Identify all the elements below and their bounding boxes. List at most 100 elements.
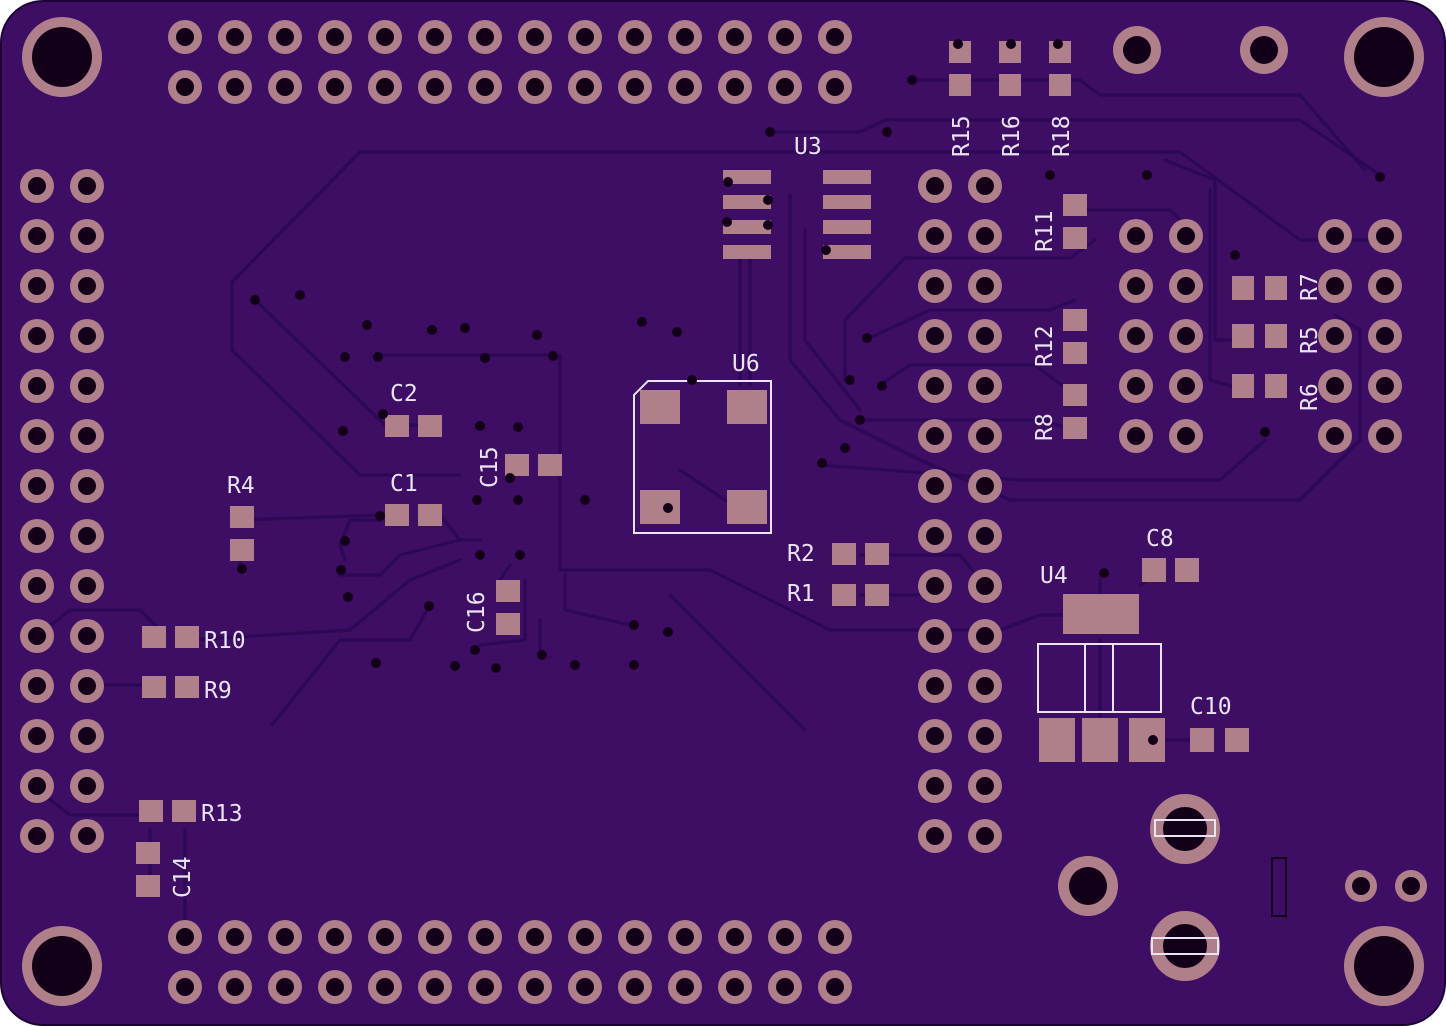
label-r7: R7 (1297, 273, 1323, 301)
via (840, 443, 850, 453)
via (513, 495, 523, 505)
via (378, 409, 388, 419)
via (763, 220, 773, 230)
header-bottom-pad (268, 970, 302, 1004)
header-bottom-pad (168, 970, 202, 1004)
header-bottom-pad (268, 920, 302, 954)
header-middle-pad (968, 219, 1002, 253)
header-middle-pad (918, 719, 952, 753)
header-left-pad (70, 719, 104, 753)
label-r18: R18 (1049, 115, 1075, 157)
header-left-pad (20, 219, 54, 253)
header-right-pad (1318, 219, 1352, 253)
via (460, 323, 470, 333)
header-top-pad (768, 20, 802, 54)
header-middle-pad (918, 619, 952, 653)
via (1260, 427, 1270, 437)
via (862, 333, 872, 343)
header-middle-pad (968, 519, 1002, 553)
header-left-pad (70, 669, 104, 703)
label-r15: R15 (949, 115, 975, 157)
header-bottom-pad (418, 970, 452, 1004)
via (663, 627, 673, 637)
via (427, 325, 437, 335)
header-left-pad (70, 769, 104, 803)
header-middle-pad (918, 569, 952, 603)
header-right-pad (1368, 269, 1402, 303)
via (1375, 172, 1385, 182)
mounting-holes (22, 17, 1424, 1006)
header-inner-pad (1119, 219, 1153, 253)
via (763, 195, 773, 205)
via (1142, 170, 1152, 180)
via (953, 39, 963, 49)
header-middle-pad (918, 519, 952, 553)
header-top-pad (368, 20, 402, 54)
label-c2: C2 (390, 381, 418, 407)
header-right-pad (1318, 269, 1352, 303)
via (907, 75, 917, 85)
header-bottom-pad (618, 970, 652, 1004)
header-middle-pad (918, 319, 952, 353)
header-top-pad (418, 20, 452, 54)
header-middle-pad (968, 269, 1002, 303)
header-right-pad (1368, 319, 1402, 353)
via (629, 660, 639, 670)
silkscreen-labels: U3 U6 U4 C2 C1 R4 R10 R9 R13 R2 R1 C8 C1… (170, 115, 1323, 898)
via (475, 421, 485, 431)
header-middle-pad (968, 169, 1002, 203)
via (475, 550, 485, 560)
via (515, 550, 525, 560)
label-r6: R6 (1297, 383, 1323, 411)
header-left-pad (20, 269, 54, 303)
header-top-pad (418, 70, 452, 104)
header-bottom-pad (618, 920, 652, 954)
header-top-pad (618, 20, 652, 54)
header-middle-pad (918, 669, 952, 703)
header-middle-pad (918, 469, 952, 503)
header-left-pad (20, 519, 54, 553)
header-inner-pad (1169, 219, 1203, 253)
header-inner-pad (1169, 319, 1203, 353)
header-left-pad (70, 619, 104, 653)
label-r2: R2 (787, 541, 815, 567)
label-c14: C14 (170, 856, 196, 898)
header-left-pad (70, 169, 104, 203)
via (362, 320, 372, 330)
via (1099, 568, 1109, 578)
header-middle-pad (968, 619, 1002, 653)
via (472, 495, 482, 505)
via (532, 330, 542, 340)
label-r8: R8 (1032, 413, 1058, 441)
header-middle-pad (918, 169, 952, 203)
header-bottom-pad (818, 920, 852, 954)
header-left-pad (20, 419, 54, 453)
header-bottom-pad (418, 920, 452, 954)
via (250, 295, 260, 305)
via (340, 536, 350, 546)
label-r9: R9 (204, 678, 232, 704)
header-middle-pad (968, 469, 1002, 503)
header-left-pad (20, 319, 54, 353)
header-left-pad (20, 619, 54, 653)
via (450, 661, 460, 671)
header-top-pad (668, 20, 702, 54)
through-hole-pads (20, 20, 1402, 1004)
header-right-pad (1368, 219, 1402, 253)
header-bottom-pad (568, 920, 602, 954)
smd-pads (136, 41, 1287, 897)
header-bottom-pad (668, 920, 702, 954)
header-middle-pad (968, 769, 1002, 803)
header-top-pad (218, 70, 252, 104)
header-bottom-pad (318, 970, 352, 1004)
via (663, 503, 673, 513)
label-r13: R13 (201, 801, 243, 827)
power-jack-pads (1058, 794, 1427, 981)
via (817, 458, 827, 468)
via (1230, 250, 1240, 260)
header-top-pad (268, 70, 302, 104)
header-top-pad (368, 70, 402, 104)
label-c15: C15 (477, 446, 503, 488)
header-left-pad (70, 819, 104, 853)
header-middle-pad (968, 369, 1002, 403)
